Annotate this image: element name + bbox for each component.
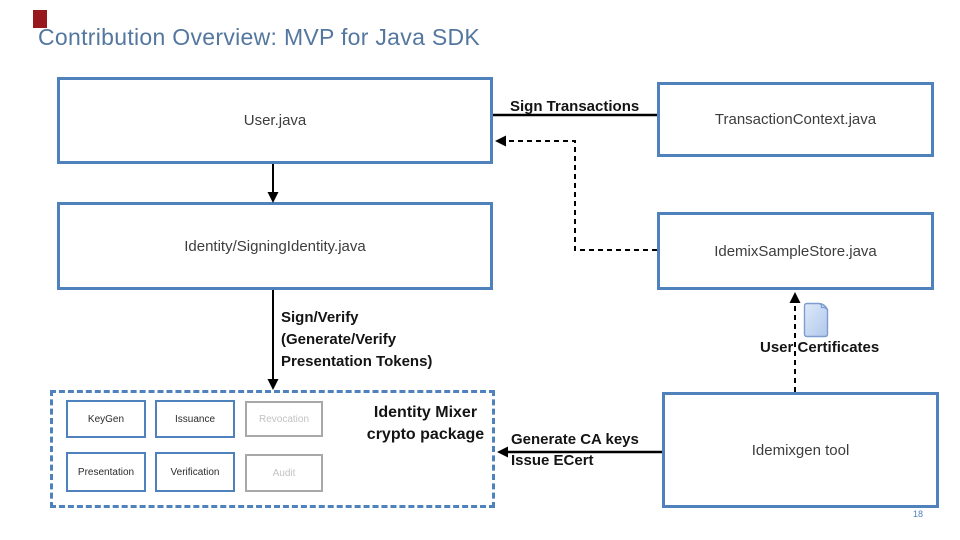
label-user-certificates: User Certificates [760, 339, 880, 356]
box-signing-identity-java: Identity/SigningIdentity.java [57, 202, 493, 290]
module-audit-label: Audit [272, 467, 296, 479]
box-idemix-sample-store-java: IdemixSampleStore.java [657, 212, 934, 290]
label-sign-verify-line1: Sign/Verify [281, 309, 359, 326]
slide-title: Contribution Overview: MVP for Java SDK [38, 24, 481, 50]
label-sign-transactions: Sign Transactions [510, 98, 640, 115]
arrowhead-up-1 [789, 292, 801, 303]
label-sign-verify-line2: (Generate/Verify [281, 331, 397, 348]
module-revocation: Revocation [245, 401, 323, 437]
label-sign-verify: Sign/Verify (Generate/Verify Presentatio… [281, 307, 432, 373]
box-signing-identity-label: Identity/SigningIdentity.java [184, 237, 366, 255]
crypto-package-title: Identity Mixer crypto package [338, 402, 513, 446]
box-transaction-context-java: TransactionContext.java [657, 82, 934, 157]
module-keygen-label: KeyGen [87, 413, 125, 425]
crypto-package-box: KeyGen Issuance Revocation Presentation … [50, 390, 495, 508]
module-keygen: KeyGen [66, 400, 146, 438]
label-generate-ca-line2: Issue ECert [511, 452, 594, 469]
module-verification: Verification [155, 452, 235, 492]
box-idemixgen-tool: Idemixgen tool [662, 392, 939, 508]
label-generate-ca-line1: Generate CA keys [511, 431, 639, 448]
dashed-connector-store-to-user [503, 140, 657, 251]
document-icon [803, 302, 829, 338]
crypto-package-title-line2: crypto package [366, 426, 485, 443]
module-audit: Audit [245, 454, 323, 492]
arrowhead-down-2 [267, 379, 279, 390]
box-idemix-sample-store-label: IdemixSampleStore.java [714, 242, 877, 260]
slide-accent-mark [33, 10, 47, 28]
box-user-java: User.java [57, 77, 493, 164]
arrowhead-left-2 [497, 446, 508, 458]
crypto-package-title-line1: Identity Mixer [373, 404, 478, 421]
module-revocation-label: Revocation [258, 413, 310, 425]
label-generate-ca: Generate CA keys Issue ECert [511, 429, 639, 471]
box-idemixgen-tool-label: Idemixgen tool [751, 441, 850, 459]
page-number: 18 [913, 509, 924, 519]
module-presentation-label: Presentation [77, 466, 135, 478]
box-transaction-context-label: TransactionContext.java [714, 111, 877, 128]
module-verification-label: Verification [170, 466, 220, 478]
box-user-java-label: User.java [243, 112, 307, 129]
label-sign-verify-line3: Presentation Tokens) [281, 353, 433, 370]
arrowhead-left-1 [495, 135, 506, 147]
module-presentation: Presentation [66, 452, 146, 492]
module-issuance: Issuance [155, 400, 235, 438]
module-issuance-label: Issuance [174, 413, 216, 425]
